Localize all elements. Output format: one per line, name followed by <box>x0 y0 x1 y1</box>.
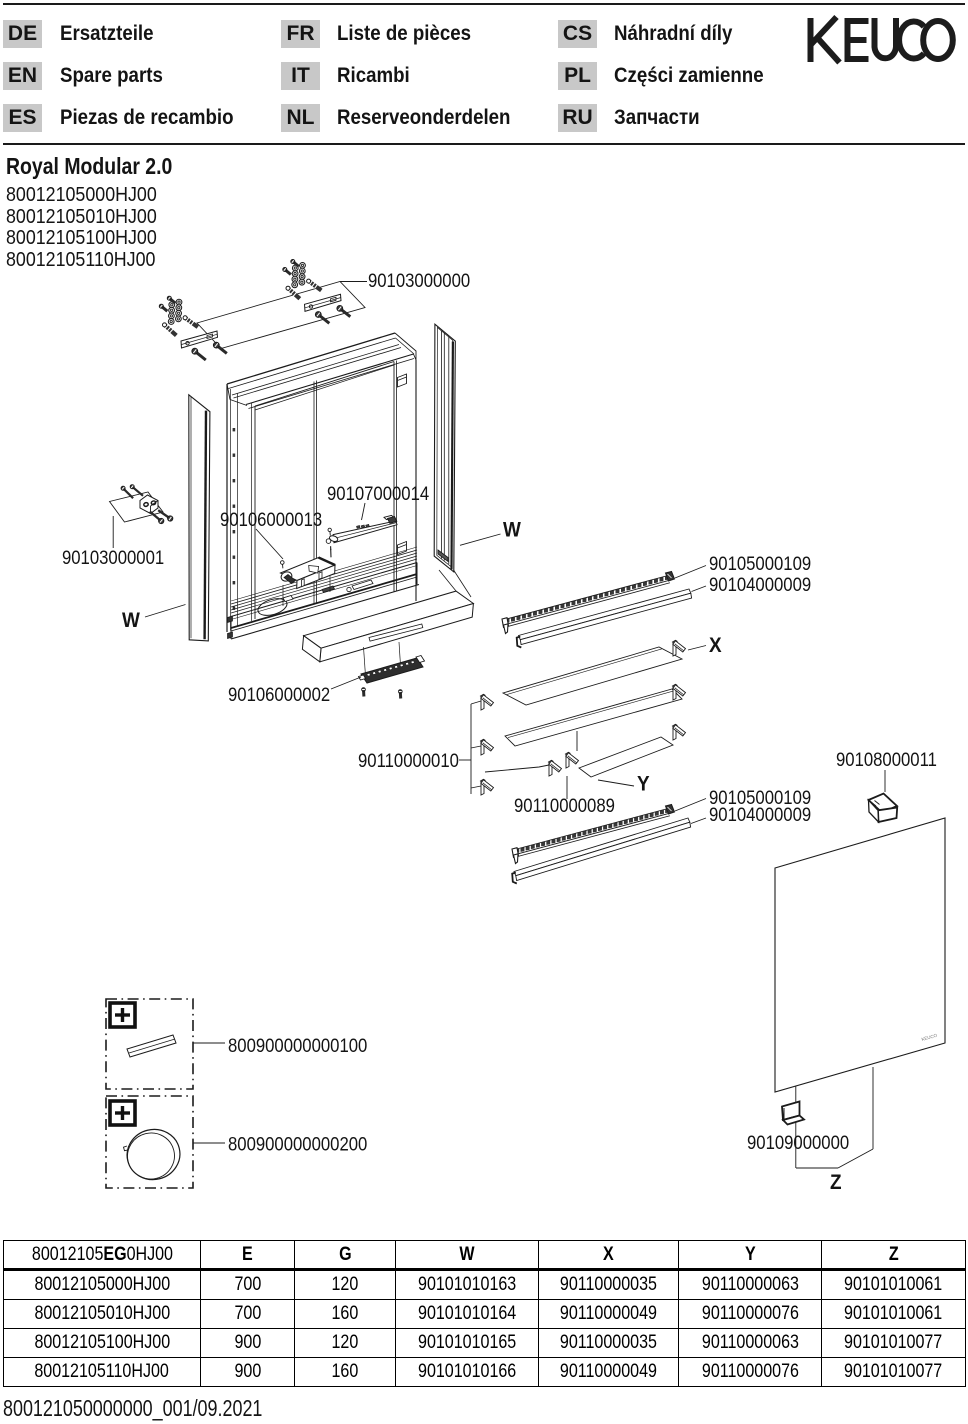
svg-text:90104000009: 90104000009 <box>709 804 811 825</box>
svg-text:800900000000200: 800900000000200 <box>228 1134 367 1155</box>
svg-text:W: W <box>122 609 141 632</box>
svg-text:Y: Y <box>637 772 650 795</box>
svg-text:800900000000100: 800900000000100 <box>228 1035 367 1056</box>
svg-text:90106000013: 90106000013 <box>220 509 322 530</box>
svg-text:KEUCO: KEUCO <box>921 1033 938 1042</box>
svg-text:90109000000: 90109000000 <box>747 1132 849 1153</box>
svg-text:90107000014: 90107000014 <box>327 483 429 504</box>
svg-text:90106000002: 90106000002 <box>228 684 330 705</box>
svg-text:90103000001: 90103000001 <box>62 547 164 568</box>
svg-text:90110000010: 90110000010 <box>358 750 459 771</box>
svg-text:90104000009: 90104000009 <box>709 574 811 595</box>
svg-text:X: X <box>709 634 722 657</box>
svg-text:90105000109: 90105000109 <box>709 553 811 574</box>
svg-text:W: W <box>503 518 522 541</box>
svg-text:90103000000: 90103000000 <box>368 270 470 291</box>
svg-text:90105000109: 90105000109 <box>709 787 811 808</box>
svg-text:Z: Z <box>830 1171 842 1194</box>
svg-text:90108000011: 90108000011 <box>836 749 937 770</box>
svg-text:90110000089: 90110000089 <box>514 795 615 816</box>
